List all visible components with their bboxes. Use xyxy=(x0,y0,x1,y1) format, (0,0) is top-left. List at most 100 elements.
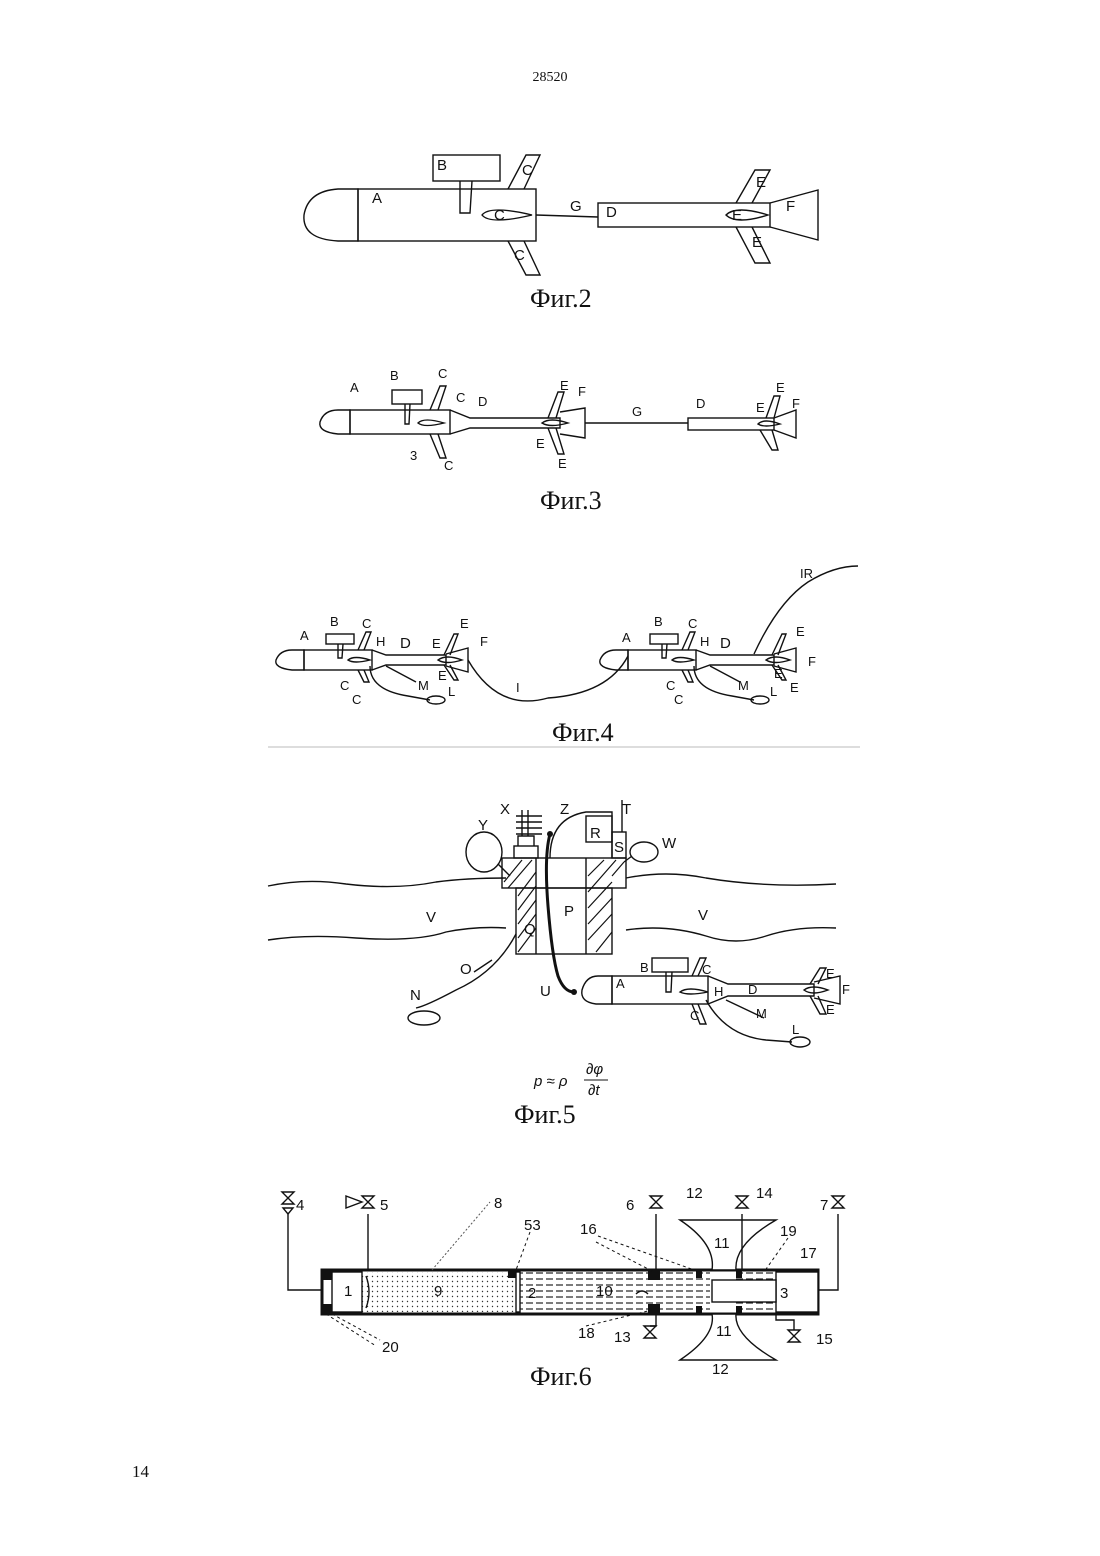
fig6-label-16: 16 xyxy=(580,1221,597,1238)
fig4-label-m-left: M xyxy=(418,678,429,693)
fig5-label-e-bottom: E xyxy=(826,1002,835,1017)
fig4-label-c-right-a: C xyxy=(666,678,675,693)
fig5-label-a: A xyxy=(616,976,625,991)
fig4-label-a-right: A xyxy=(622,630,631,645)
fig5-label-v-left: V xyxy=(426,909,436,926)
fig3-label-3: 3 xyxy=(410,448,417,463)
fig2-label-e-bottom: E xyxy=(752,234,762,251)
fig4-label-l-left: L xyxy=(448,684,455,699)
fig4-label-h-left: H xyxy=(376,634,385,649)
fig5-label-c-bottom: C xyxy=(690,1008,699,1023)
fig4-label-h-right: H xyxy=(700,634,709,649)
fig4-label-b-right: B xyxy=(654,614,663,629)
fig6-label-14: 14 xyxy=(756,1185,773,1202)
fig6-label-6: 6 xyxy=(626,1197,634,1214)
fig5-label-p: P xyxy=(564,903,574,920)
fig2-label-e-top: E xyxy=(756,174,766,191)
figure-3-caption: Фиг.3 xyxy=(540,486,602,516)
fig3-label-e-bottom: E xyxy=(558,456,567,471)
fig6-label-5: 5 xyxy=(380,1197,388,1214)
fig6-label-12-bottom: 12 xyxy=(712,1361,729,1378)
fig6-label-17: 17 xyxy=(800,1245,817,1262)
fig2-label-b: B xyxy=(437,157,447,174)
fig6-label-20: 20 xyxy=(382,1339,399,1356)
fig3-label-e-top: E xyxy=(560,378,569,393)
fig5-formula: p ≈ ρ ∂φ ∂t xyxy=(533,1061,608,1096)
fig4-label-b-left: B xyxy=(330,614,339,629)
fig2-label-f: F xyxy=(786,198,795,215)
document-number: 28520 xyxy=(0,70,1100,86)
fig5-label-d: D xyxy=(748,982,757,997)
fig3-label-b: B xyxy=(390,368,399,383)
fig4-label-c-left-b: C xyxy=(352,692,361,707)
fig2-label-c-top: C xyxy=(522,162,533,179)
fig3-label-a: A xyxy=(350,380,359,395)
fig4-label-ir: IR xyxy=(800,566,813,581)
fig3-label-f: F xyxy=(578,384,586,399)
fig5-label-z: Z xyxy=(560,801,569,818)
fig5-label-x: X xyxy=(500,801,510,818)
fig6-label-12-top: 12 xyxy=(686,1185,703,1202)
fig4-label-a-left: A xyxy=(300,628,309,643)
fig5-label-w: W xyxy=(662,835,677,852)
fig3-label-c-top: C xyxy=(438,366,447,381)
fig4-label-c-right-b: C xyxy=(674,692,683,707)
fig5-label-v-right: V xyxy=(698,907,708,924)
fig5-label-t: T xyxy=(622,801,631,818)
fig5-label-b: B xyxy=(640,960,649,975)
fig2-label-c-bottom: C xyxy=(514,247,525,264)
fig3-label-e-right-top: E xyxy=(776,380,785,395)
fig6-label-18: 18 xyxy=(578,1325,595,1342)
fig4-label-e-right-top: E xyxy=(796,624,805,639)
fig5-formula-lhs: p ≈ ρ xyxy=(533,1073,568,1090)
fig5-label-s: S xyxy=(614,839,624,856)
fig4-label-e-left-top: E xyxy=(460,616,469,631)
fig6-label-15: 15 xyxy=(816,1331,833,1348)
fig6-label-11-top: 11 xyxy=(714,1235,730,1252)
fig6-label-10: 10 xyxy=(596,1283,613,1300)
fig5-label-n: N xyxy=(410,987,421,1004)
fig4-label-d-left: D xyxy=(400,635,411,652)
fig3-label-f-right: F xyxy=(792,396,800,411)
fig4-label-m-right: M xyxy=(738,678,749,693)
fig6-label-4: 4 xyxy=(296,1197,304,1214)
figure-2-drawing: A B C C C G D E E E F xyxy=(300,145,830,280)
fig6-label-13: 13 xyxy=(614,1329,631,1346)
fig2-label-d: D xyxy=(606,204,617,221)
fig4-label-c-left-top: C xyxy=(362,616,371,631)
fig5-label-f: F xyxy=(842,982,850,997)
fig6-label-8: 8 xyxy=(494,1195,502,1212)
figure-5-drawing: X Z T Y W R S P Q V V O N U A B C C H D … xyxy=(266,796,860,1096)
fig4-label-l-right: L xyxy=(770,684,777,699)
fig3-label-d-right: D xyxy=(696,396,705,411)
fig4-label-d-right: D xyxy=(720,635,731,652)
fig5-label-m: M xyxy=(756,1006,767,1021)
fig3-label-d: D xyxy=(478,394,487,409)
fig5-label-c-top: C xyxy=(702,962,711,977)
fig6-label-53: 53 xyxy=(524,1217,541,1234)
fig5-formula-denominator: ∂t xyxy=(588,1082,600,1096)
fig5-label-l: L xyxy=(792,1022,799,1037)
figure-3-drawing: A B C C C 3 D E F E E G D E E F xyxy=(310,362,820,480)
fig3-label-c-bottom: C xyxy=(444,458,453,473)
figure-2-caption: Фиг.2 xyxy=(530,284,592,314)
fig5-label-u: U xyxy=(540,983,551,1000)
fig6-label-3: 3 xyxy=(780,1285,788,1302)
figure-6-caption: Фиг.6 xyxy=(530,1362,592,1392)
fig5-formula-numerator: ∂φ xyxy=(586,1061,603,1078)
fig2-label-c-mid: C xyxy=(494,207,505,224)
figure-5-caption: Фиг.5 xyxy=(514,1100,576,1130)
fig6-label-2: 2 xyxy=(528,1285,536,1302)
fig4-label-c-right-top: C xyxy=(688,616,697,631)
figure-6-drawing: 4 5 8 53 6 12 14 7 16 11 19 17 1 9 2 10 … xyxy=(276,1180,846,1380)
fig3-label-e-mid: E xyxy=(536,436,545,451)
page-number: 14 xyxy=(132,1462,149,1482)
fig5-label-h: H xyxy=(714,984,723,999)
fig5-label-y: Y xyxy=(478,817,488,834)
fig5-label-r: R xyxy=(590,825,601,842)
fig2-label-a: A xyxy=(372,190,382,207)
fig4-label-f-right: F xyxy=(808,654,816,669)
fig4-label-f-left: F xyxy=(480,634,488,649)
fig6-label-9: 9 xyxy=(434,1283,442,1300)
fig3-label-e-right: E xyxy=(756,400,765,415)
